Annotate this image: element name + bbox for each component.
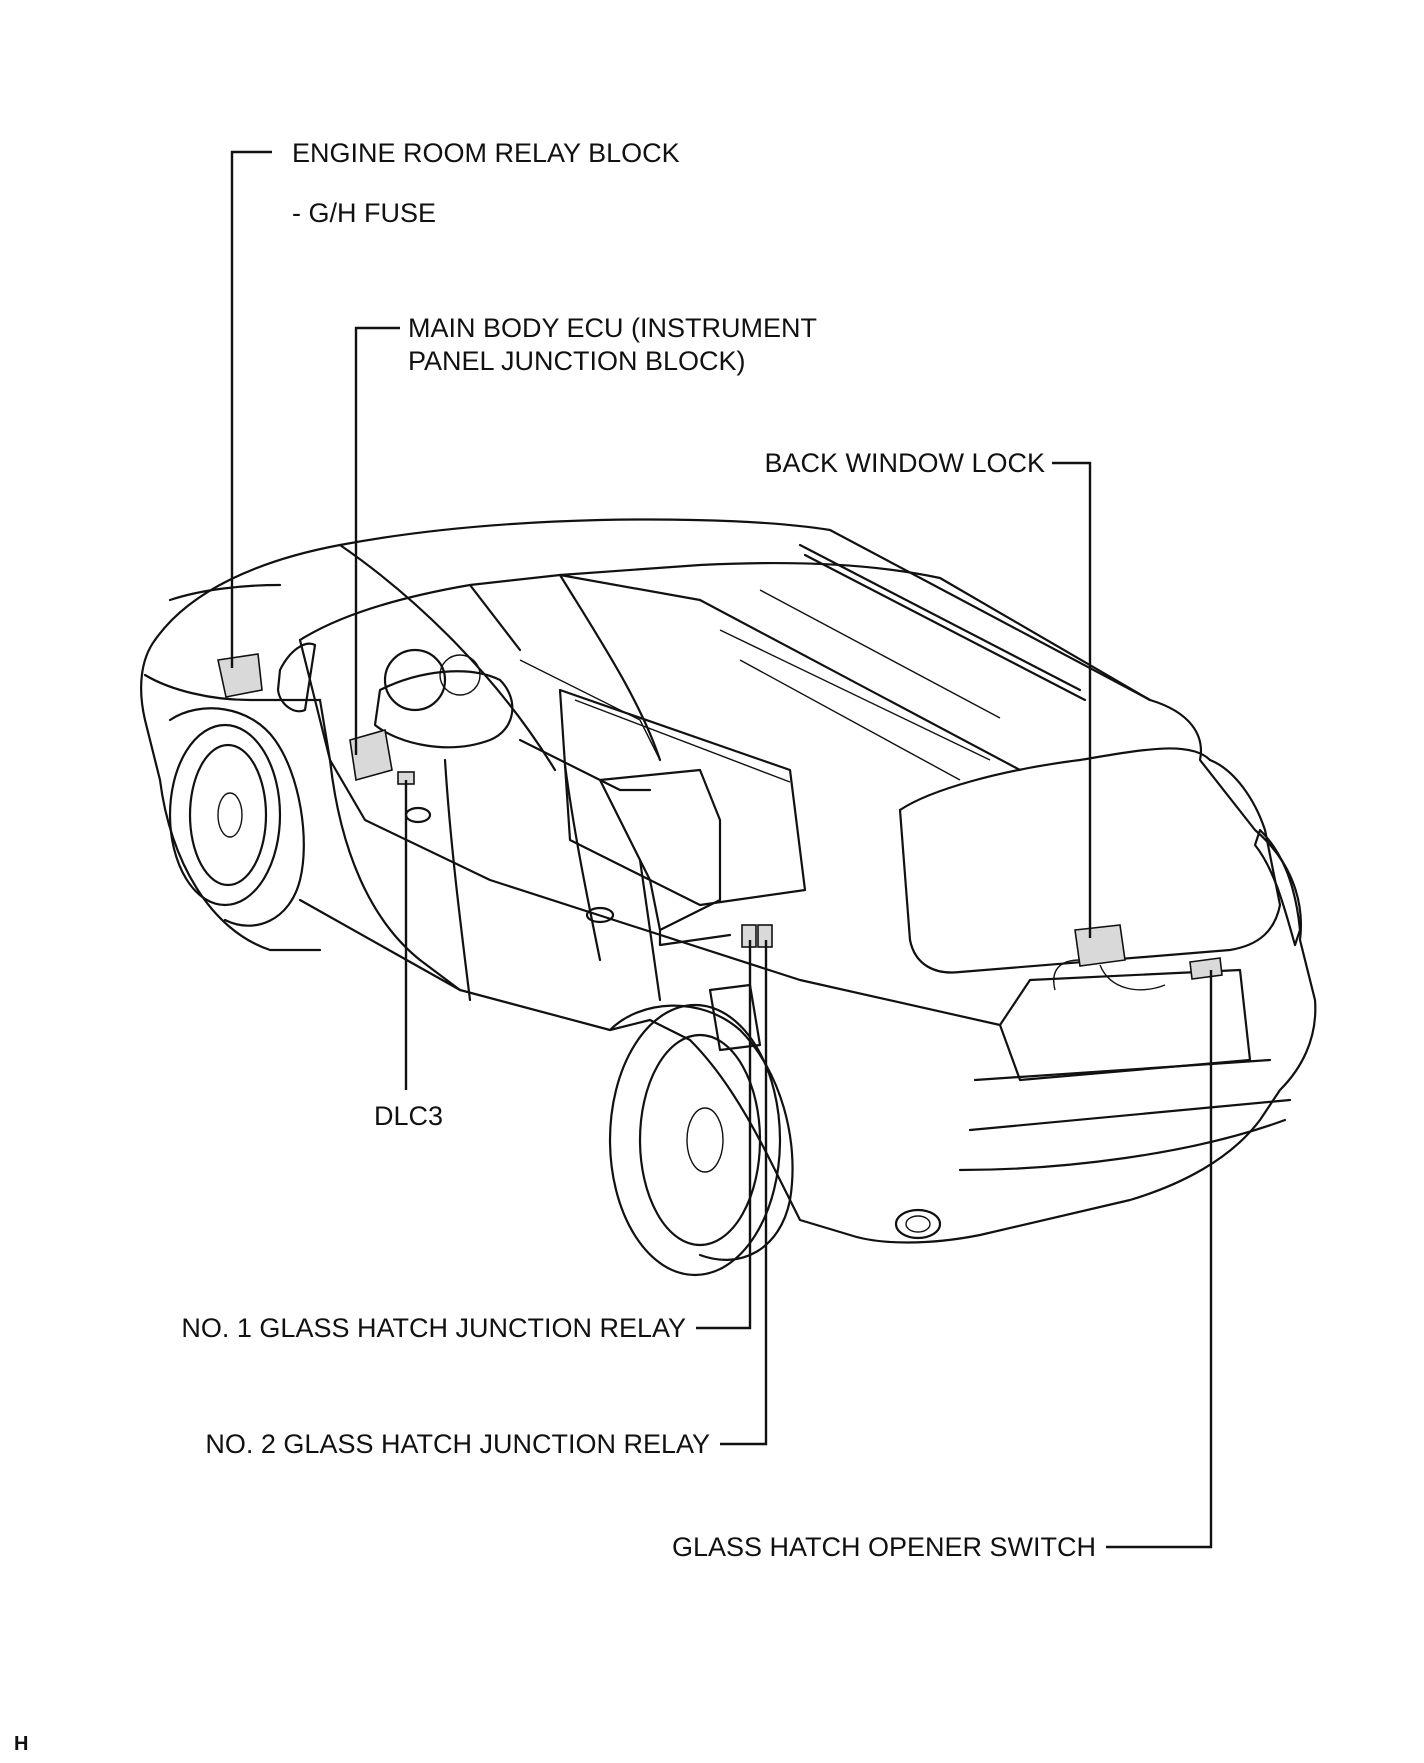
label-back-window-lock: BACK WINDOW LOCK — [764, 448, 1045, 478]
leader-glass-hatch-opener-switch — [1106, 970, 1213, 1549]
corner-mark: H — [14, 1733, 29, 1755]
label-engine-room-relay-block: ENGINE ROOM RELAY BLOCK — [292, 138, 680, 168]
label-dlc3: DLC3 — [374, 1101, 444, 1131]
leader-no1-relay — [696, 940, 752, 1330]
suv-body — [140, 518, 1317, 1244]
rear-wheel — [608, 1003, 794, 1277]
leader-back-window-lock — [1052, 461, 1092, 938]
label-gh-fuse: - G/H FUSE — [292, 198, 437, 228]
leader-lines — [230, 150, 1213, 1549]
leader-main-body-ecu — [354, 326, 400, 755]
label-main-body-ecu-line1: MAIN BODY ECU (INSTRUMENT — [408, 313, 818, 343]
leader-no2-relay — [720, 940, 768, 1446]
label-glass-hatch-opener-switch: GLASS HATCH OPENER SWITCH — [671, 1532, 1096, 1562]
label-no2-glass-hatch-junction-relay: NO. 2 GLASS HATCH JUNCTION RELAY — [205, 1429, 710, 1459]
front-wheel — [168, 707, 305, 927]
label-main-body-ecu-line2: PANEL JUNCTION BLOCK) — [408, 346, 746, 376]
leader-engine-room-relay-block — [230, 150, 272, 668]
label-no1-glass-hatch-junction-relay: NO. 1 GLASS HATCH JUNCTION RELAY — [181, 1313, 686, 1343]
